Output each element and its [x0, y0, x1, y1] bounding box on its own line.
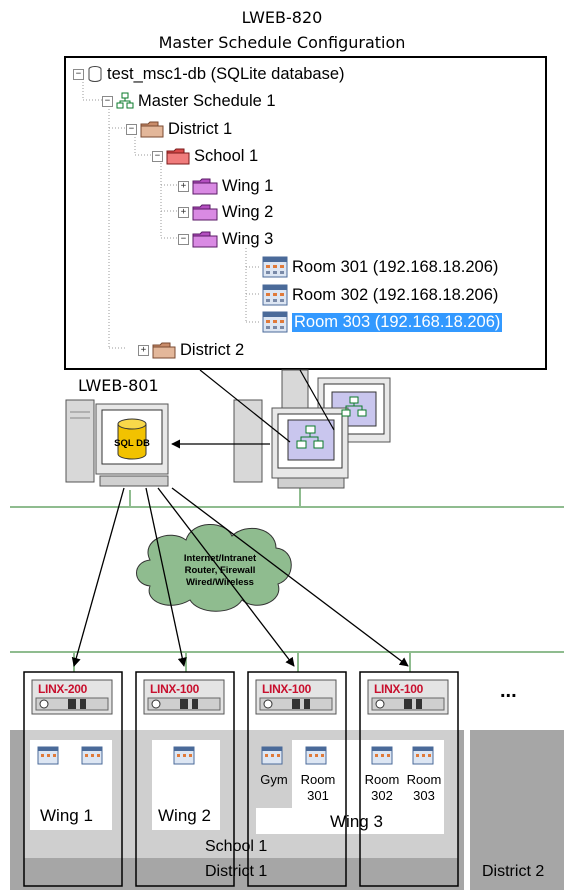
school-1-label: School 1: [205, 838, 268, 855]
room-302-line-1: Room: [364, 772, 400, 787]
folder-icon: [140, 121, 164, 138]
room-303-line-1: Room: [406, 772, 442, 787]
district-2-label: District 2: [482, 863, 545, 880]
tree-item-room-302[interactable]: Room 302 (192.168.18.206): [262, 284, 498, 306]
tree-item-master-schedule[interactable]: − Master Schedule 1: [102, 90, 276, 112]
controller-label: LINX-200: [38, 682, 87, 696]
room-303-label: Room 303: [404, 772, 444, 804]
tree-label-wing-1: Wing 1: [222, 176, 274, 195]
collapse-toggle-icon[interactable]: −: [102, 95, 113, 107]
district-2-zone: [470, 730, 564, 890]
tree-label-wing-3: Wing 3: [222, 229, 274, 248]
controller-icon: [255, 679, 337, 715]
cloud-icon: [136, 523, 292, 612]
controller-icon: [367, 679, 449, 715]
room-302-label: Room 302: [362, 772, 402, 804]
calendar-icon: [371, 746, 393, 765]
db-label: SQL DB: [114, 438, 150, 449]
tree-item-wing-2[interactable]: + Wing 2: [178, 201, 273, 223]
tree-label-wing-2: Wing 2: [222, 202, 274, 221]
folder-icon: [192, 178, 218, 195]
network-bus: [10, 485, 564, 672]
folder-icon: [166, 148, 190, 165]
tree-label-room-303-selected: Room 303 (192.168.18.206): [292, 312, 503, 332]
collapse-toggle-icon[interactable]: −: [178, 233, 189, 245]
cloud-line-3: Wired/Wireless: [186, 577, 254, 588]
database-icon: [117, 418, 147, 460]
tree-item-district-2[interactable]: + District 2: [138, 339, 244, 361]
wing-3-label: Wing 3: [330, 812, 383, 831]
collapse-toggle-icon[interactable]: −: [152, 150, 163, 162]
district-1-label: District 1: [205, 863, 268, 880]
collapse-toggle-icon[interactable]: −: [73, 68, 84, 80]
gym-label: Gym: [260, 772, 288, 787]
tree-label-room-301: Room 301 (192.168.18.206): [292, 257, 499, 276]
schedule-icon: [341, 396, 367, 417]
tree-item-district-1[interactable]: − District 1: [126, 118, 232, 140]
folder-icon: [192, 231, 218, 248]
controller-icon: [143, 679, 225, 715]
calendar-icon: [37, 746, 59, 765]
calendar-icon: [173, 746, 195, 765]
tree-label-school-1: School 1: [194, 146, 259, 165]
calendar-icon: [412, 746, 434, 765]
controller-label: LINX-100: [262, 682, 311, 696]
controller-icon: [31, 679, 113, 715]
tree-item-wing-1[interactable]: + Wing 1: [178, 175, 273, 197]
wing-1-label: Wing 1: [40, 806, 93, 825]
diagram-subtitle: Master Schedule Configuration: [158, 33, 406, 52]
calendar-icon: [261, 746, 283, 765]
room-303-line-2: 303: [413, 788, 435, 803]
controller-label: LINX-100: [374, 682, 423, 696]
controller-label: LINX-100: [150, 682, 199, 696]
folder-icon: [152, 342, 176, 359]
server-label: LWEB-801: [78, 376, 159, 395]
wing-2-label: Wing 2: [158, 806, 211, 825]
tree-item-database[interactable]: − test_msc1-db (SQLite database): [73, 63, 345, 85]
tree-label-room-302: Room 302 (192.168.18.206): [292, 285, 499, 304]
cloud-line-1: Internet/Intranet: [183, 553, 257, 564]
product-title: LWEB-820: [241, 8, 323, 27]
folder-icon: [192, 204, 218, 221]
room-301-line-2: 301: [307, 788, 329, 803]
room-301-label: Room 301: [298, 772, 338, 804]
room-302-line-2: 302: [371, 788, 393, 803]
schedule-icon: [116, 92, 134, 109]
tree-label-database: test_msc1-db (SQLite database): [107, 64, 345, 83]
tree-item-school-1[interactable]: − School 1: [152, 145, 258, 167]
calendar-icon: [81, 746, 103, 765]
calendar-icon: [305, 746, 327, 765]
tree-item-room-301[interactable]: Room 301 (192.168.18.206): [262, 256, 498, 278]
cloud-line-2: Router, Firewall: [184, 565, 256, 576]
expand-toggle-icon[interactable]: +: [138, 344, 149, 356]
calendar-icon: [262, 311, 288, 333]
tree-label-master-schedule: Master Schedule 1: [138, 91, 276, 110]
collapse-toggle-icon[interactable]: −: [126, 123, 137, 135]
tree-item-wing-3[interactable]: − Wing 3: [178, 228, 273, 250]
tree-label-district-2: District 2: [180, 340, 245, 359]
database-icon: [88, 66, 102, 82]
more-ellipsis: ...: [500, 680, 517, 702]
desktop-computer-icon: [65, 399, 169, 487]
expand-toggle-icon[interactable]: +: [178, 180, 189, 192]
calendar-icon: [262, 284, 288, 306]
cloud-label: Internet/Intranet Router, Firewall Wired…: [172, 553, 268, 589]
expand-toggle-icon[interactable]: +: [178, 206, 189, 218]
schedule-icon: [296, 425, 324, 449]
controller-frames: [23, 671, 459, 887]
tree-connector-lines: [82, 82, 261, 349]
room-301-line-1: Room: [300, 772, 336, 787]
tree-item-room-303[interactable]: Room 303 (192.168.18.206): [262, 311, 503, 333]
calendar-icon: [262, 256, 288, 278]
tree-view-panel: − test_msc1-db (SQLite database) − Maste…: [64, 56, 547, 370]
tree-label-district-1: District 1: [168, 119, 233, 138]
